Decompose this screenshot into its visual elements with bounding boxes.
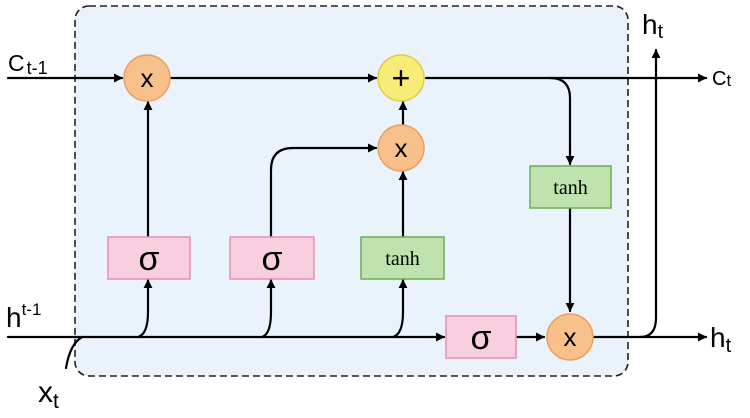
candidate-tanh-label: tanh <box>385 248 419 270</box>
cell-add-node: + <box>377 54 425 102</box>
wire-hidden-up <box>638 48 661 339</box>
input-sigma-label: σ <box>262 240 283 278</box>
cell-boundary <box>74 5 629 377</box>
forget-multiply-node: x <box>123 54 171 102</box>
wire-to-candidate-tanh <box>391 278 408 339</box>
label-cell-out: Ct <box>712 68 731 90</box>
cell-tanh-label: tanh <box>553 177 587 199</box>
output-sigma-gate: σ <box>445 315 517 359</box>
connections <box>6 48 708 370</box>
wire-input-sigma-to-multiply <box>269 143 378 238</box>
forget-sigma-gate: σ <box>107 236 191 280</box>
output-sigma-label: σ <box>471 319 492 357</box>
input-sigma-gate: σ <box>229 236 315 280</box>
label-hidden-right: ht <box>710 322 732 357</box>
wire-cell-to-tanh <box>548 76 575 166</box>
output-multiply-node: x <box>546 313 594 361</box>
label-hidden-prev: ht-1 <box>6 300 41 333</box>
input-multiply-symbol: x <box>395 133 408 163</box>
label-x-input: xt <box>38 376 59 413</box>
cell-add-symbol: + <box>392 60 411 96</box>
input-multiply-node: x <box>377 124 425 172</box>
forget-multiply-symbol: x <box>141 63 154 93</box>
wire-to-input-sigma <box>260 278 276 339</box>
candidate-tanh-gate: tanh <box>360 236 445 280</box>
wire-to-forget-sigma <box>136 278 153 339</box>
output-multiply-symbol: x <box>564 322 577 352</box>
forget-sigma-label: σ <box>139 240 160 278</box>
cell-tanh-gate: tanh <box>529 165 612 209</box>
label-hidden-top: ht <box>642 9 664 43</box>
wire-x-input <box>64 335 84 370</box>
